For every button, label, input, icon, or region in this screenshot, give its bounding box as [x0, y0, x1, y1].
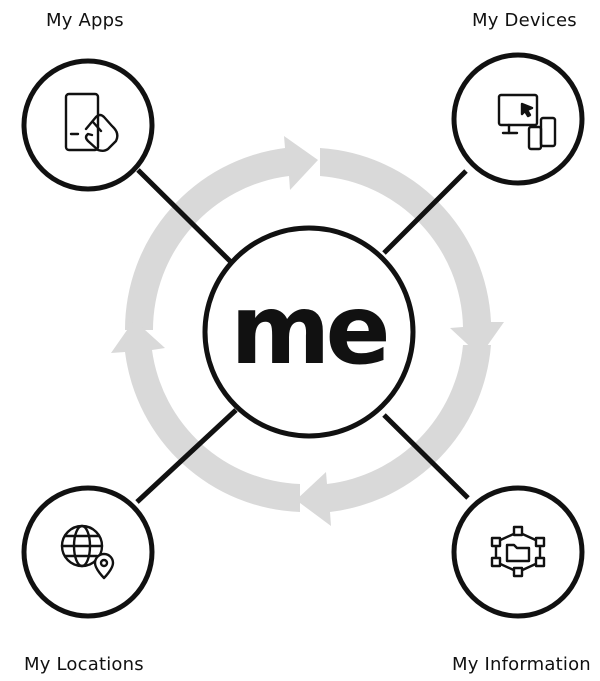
devices-icon — [497, 93, 557, 151]
cycle-arrows — [111, 136, 504, 526]
cycle-arrow-right — [320, 148, 504, 356]
node-label-apps: My Apps — [46, 10, 124, 31]
tablet-touch-icon — [64, 92, 119, 152]
node-label-devices: My Devices — [472, 10, 577, 31]
center-circle — [202, 225, 416, 439]
cycle-arrow-top — [124, 136, 318, 330]
connectors — [135, 168, 470, 504]
node-label-locations: My Locations — [24, 654, 144, 675]
connector-apps — [136, 168, 239, 270]
connector-information — [382, 413, 470, 500]
node-circle-devices — [451, 52, 585, 186]
node-label-information: My Information — [452, 654, 591, 675]
connector-devices — [382, 169, 468, 255]
cycle-arrow-left — [111, 320, 300, 512]
cycle-arrow-bottom — [296, 345, 491, 526]
node-circle-locations — [21, 485, 155, 619]
globe-location-icon — [60, 524, 115, 580]
network-folder-icon — [490, 525, 546, 578]
center-label: me — [230, 274, 390, 386]
connector-locations — [135, 408, 238, 504]
